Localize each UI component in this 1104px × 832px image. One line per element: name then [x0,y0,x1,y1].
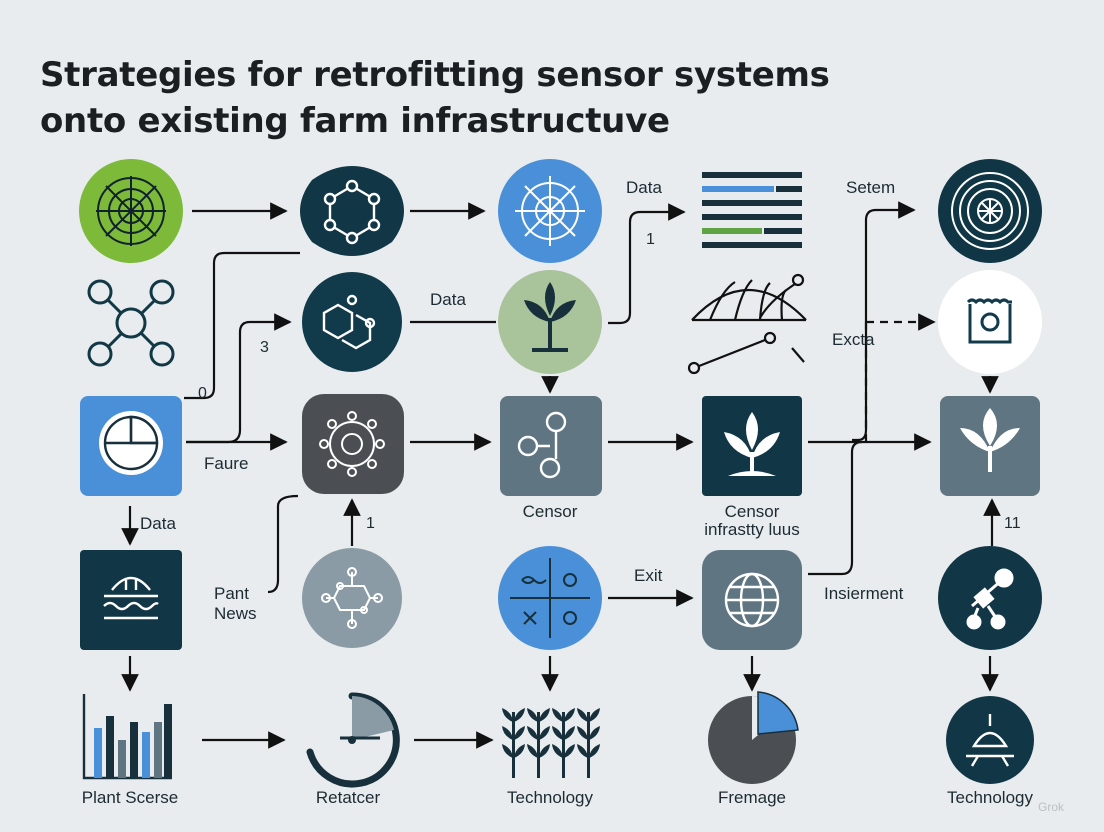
label-censor-2-line-1: Censor [724,502,780,521]
target-icon [938,159,1042,263]
plant-square-icon [702,396,802,496]
label-technology-1: Technology [506,788,594,807]
arrow-to-top-right [852,201,916,442]
bar-chart-icon [82,694,172,780]
label-plant-scerse: Plant Scerse [81,788,179,807]
watermark: Grok [1037,800,1064,814]
network-gear-icon [302,394,404,494]
label-excta: Excta [832,330,875,349]
connectors [121,201,1001,749]
label-one-mid: 1 [366,515,375,532]
label-exit: Exit [634,566,663,585]
label-retatcer: Retatcer [315,788,381,807]
label-data-left: Data [140,514,176,533]
label-data-mid: Data [430,290,466,309]
label-insierment: Insierment [824,584,904,603]
label-zero: 0 [198,385,207,402]
arrow-pant [267,494,299,594]
dashboard-gauge-icon [80,396,182,496]
quadrant-symbols-icon [498,546,602,650]
label-three: 3 [260,339,269,356]
linked-hexagons-icon [302,272,402,372]
sprout-circle-icon [498,270,602,374]
web-sensor-icon [79,159,183,263]
arrow-blue-up [184,251,300,400]
house-sensor-icon [938,270,1042,374]
label-faure: Faure [204,454,249,473]
sensor-probe-icon [946,696,1034,784]
censor-node-icon [500,396,602,496]
arrow-blue-to-hex [186,313,292,444]
label-censor-2-line-2: infrastty luus [704,520,800,539]
dial-gauge-icon [306,692,400,788]
label-setem: Setem [846,178,896,197]
arrow-insierment [808,440,863,576]
label-pant-line-2: News [214,604,257,623]
label-censor: Censor [522,502,578,521]
label-eleven: 11 [1004,515,1021,532]
greenhouse-sensor-icon [687,273,807,375]
water-dome-icon [80,550,182,650]
label-data-top: Data [626,178,662,197]
snowflake-gear-icon [498,159,602,263]
label-one-top: 1 [646,231,655,248]
label-technology-2: Technology [946,788,1034,807]
pie-chart-icon [708,691,799,784]
title-line-2: onto existing farm infrastructuve [40,101,670,141]
connector-nodes-icon [938,546,1042,650]
title-line-1: Strategies for retrofitting sensor syste… [40,55,830,95]
data-list-icon [702,172,802,248]
arrow-to-data-list [608,203,686,325]
molecule-icon [87,279,175,367]
label-pant-line-1: Pant [214,584,249,603]
crop-rows-icon [502,708,600,778]
label-fremage: Fremage [717,788,787,807]
page-title: Strategies for retrofitting sensor syste… [40,52,940,144]
network-hexagon-icon [300,166,404,256]
globe-icon [702,550,802,650]
molecule-network-icon [302,548,402,648]
leaf-square-icon [940,396,1040,496]
